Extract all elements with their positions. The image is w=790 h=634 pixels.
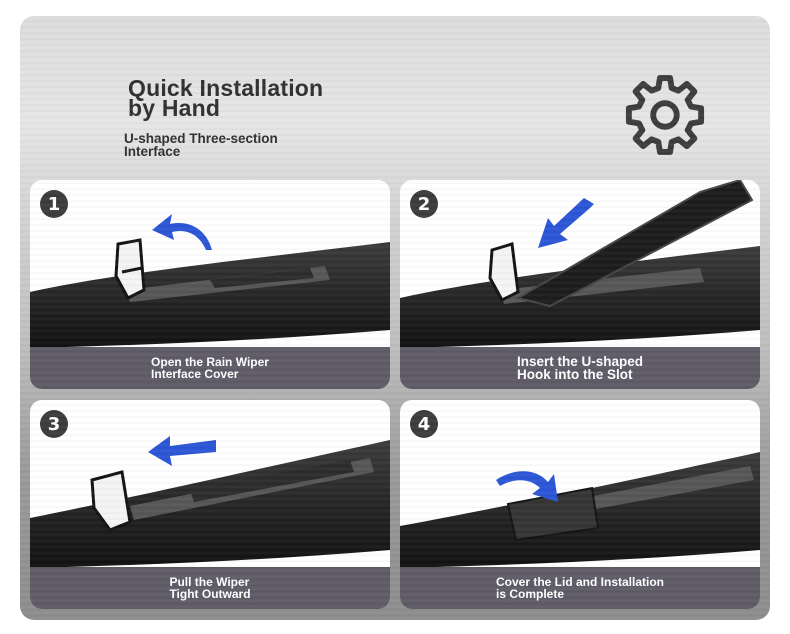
wiper-blade-illustration (30, 440, 390, 568)
caption-bar: Open the Rain Wiper Interface Cover (30, 347, 390, 389)
step-number-badge: 4 (410, 410, 438, 438)
step-panel-1: 1 Open the Rain Wiper Interface Cover (30, 180, 390, 389)
diagonal-arrow-icon (538, 198, 594, 248)
page-subtitle: U-shaped Three-section Interface (124, 131, 278, 159)
step-panel-3: 3 Pull the Wiper Tight Outward (30, 400, 390, 609)
wiper-blade-illustration (400, 452, 760, 568)
curved-arrow-icon (496, 471, 558, 502)
step-number-badge: 1 (40, 190, 68, 218)
step-number-badge: 3 (40, 410, 68, 438)
caption-bar: Cover the Lid and Installation is Comple… (400, 567, 760, 609)
caption-bar: Insert the U-shaped Hook into the Slot (400, 347, 760, 389)
left-arrow-icon (148, 436, 216, 466)
gear-icon (625, 75, 705, 155)
wiper-blade-illustration (400, 180, 760, 348)
step-caption: Open the Rain Wiper Interface Cover (151, 355, 269, 381)
page-title: Quick Installation by Hand (128, 75, 324, 121)
step-number-badge: 2 (410, 190, 438, 218)
curved-arrow-icon (152, 214, 212, 250)
wiper-blade-illustration (30, 238, 390, 348)
step-caption: Cover the Lid and Installation is Comple… (495, 575, 665, 601)
step-panel-4: 4 Cover the Lid and Installation is Comp… (400, 400, 760, 609)
infographic-background: Quick Installation by Hand U-shaped Thre… (20, 16, 770, 620)
step-panel-2: 2 Insert the U-shaped Hook into the Slot (400, 180, 760, 389)
step-caption: Insert the U-shaped Hook into the Slot (516, 354, 644, 382)
caption-bar: Pull the Wiper Tight Outward (30, 567, 390, 609)
step-caption: Pull the Wiper Tight Outward (169, 575, 251, 601)
